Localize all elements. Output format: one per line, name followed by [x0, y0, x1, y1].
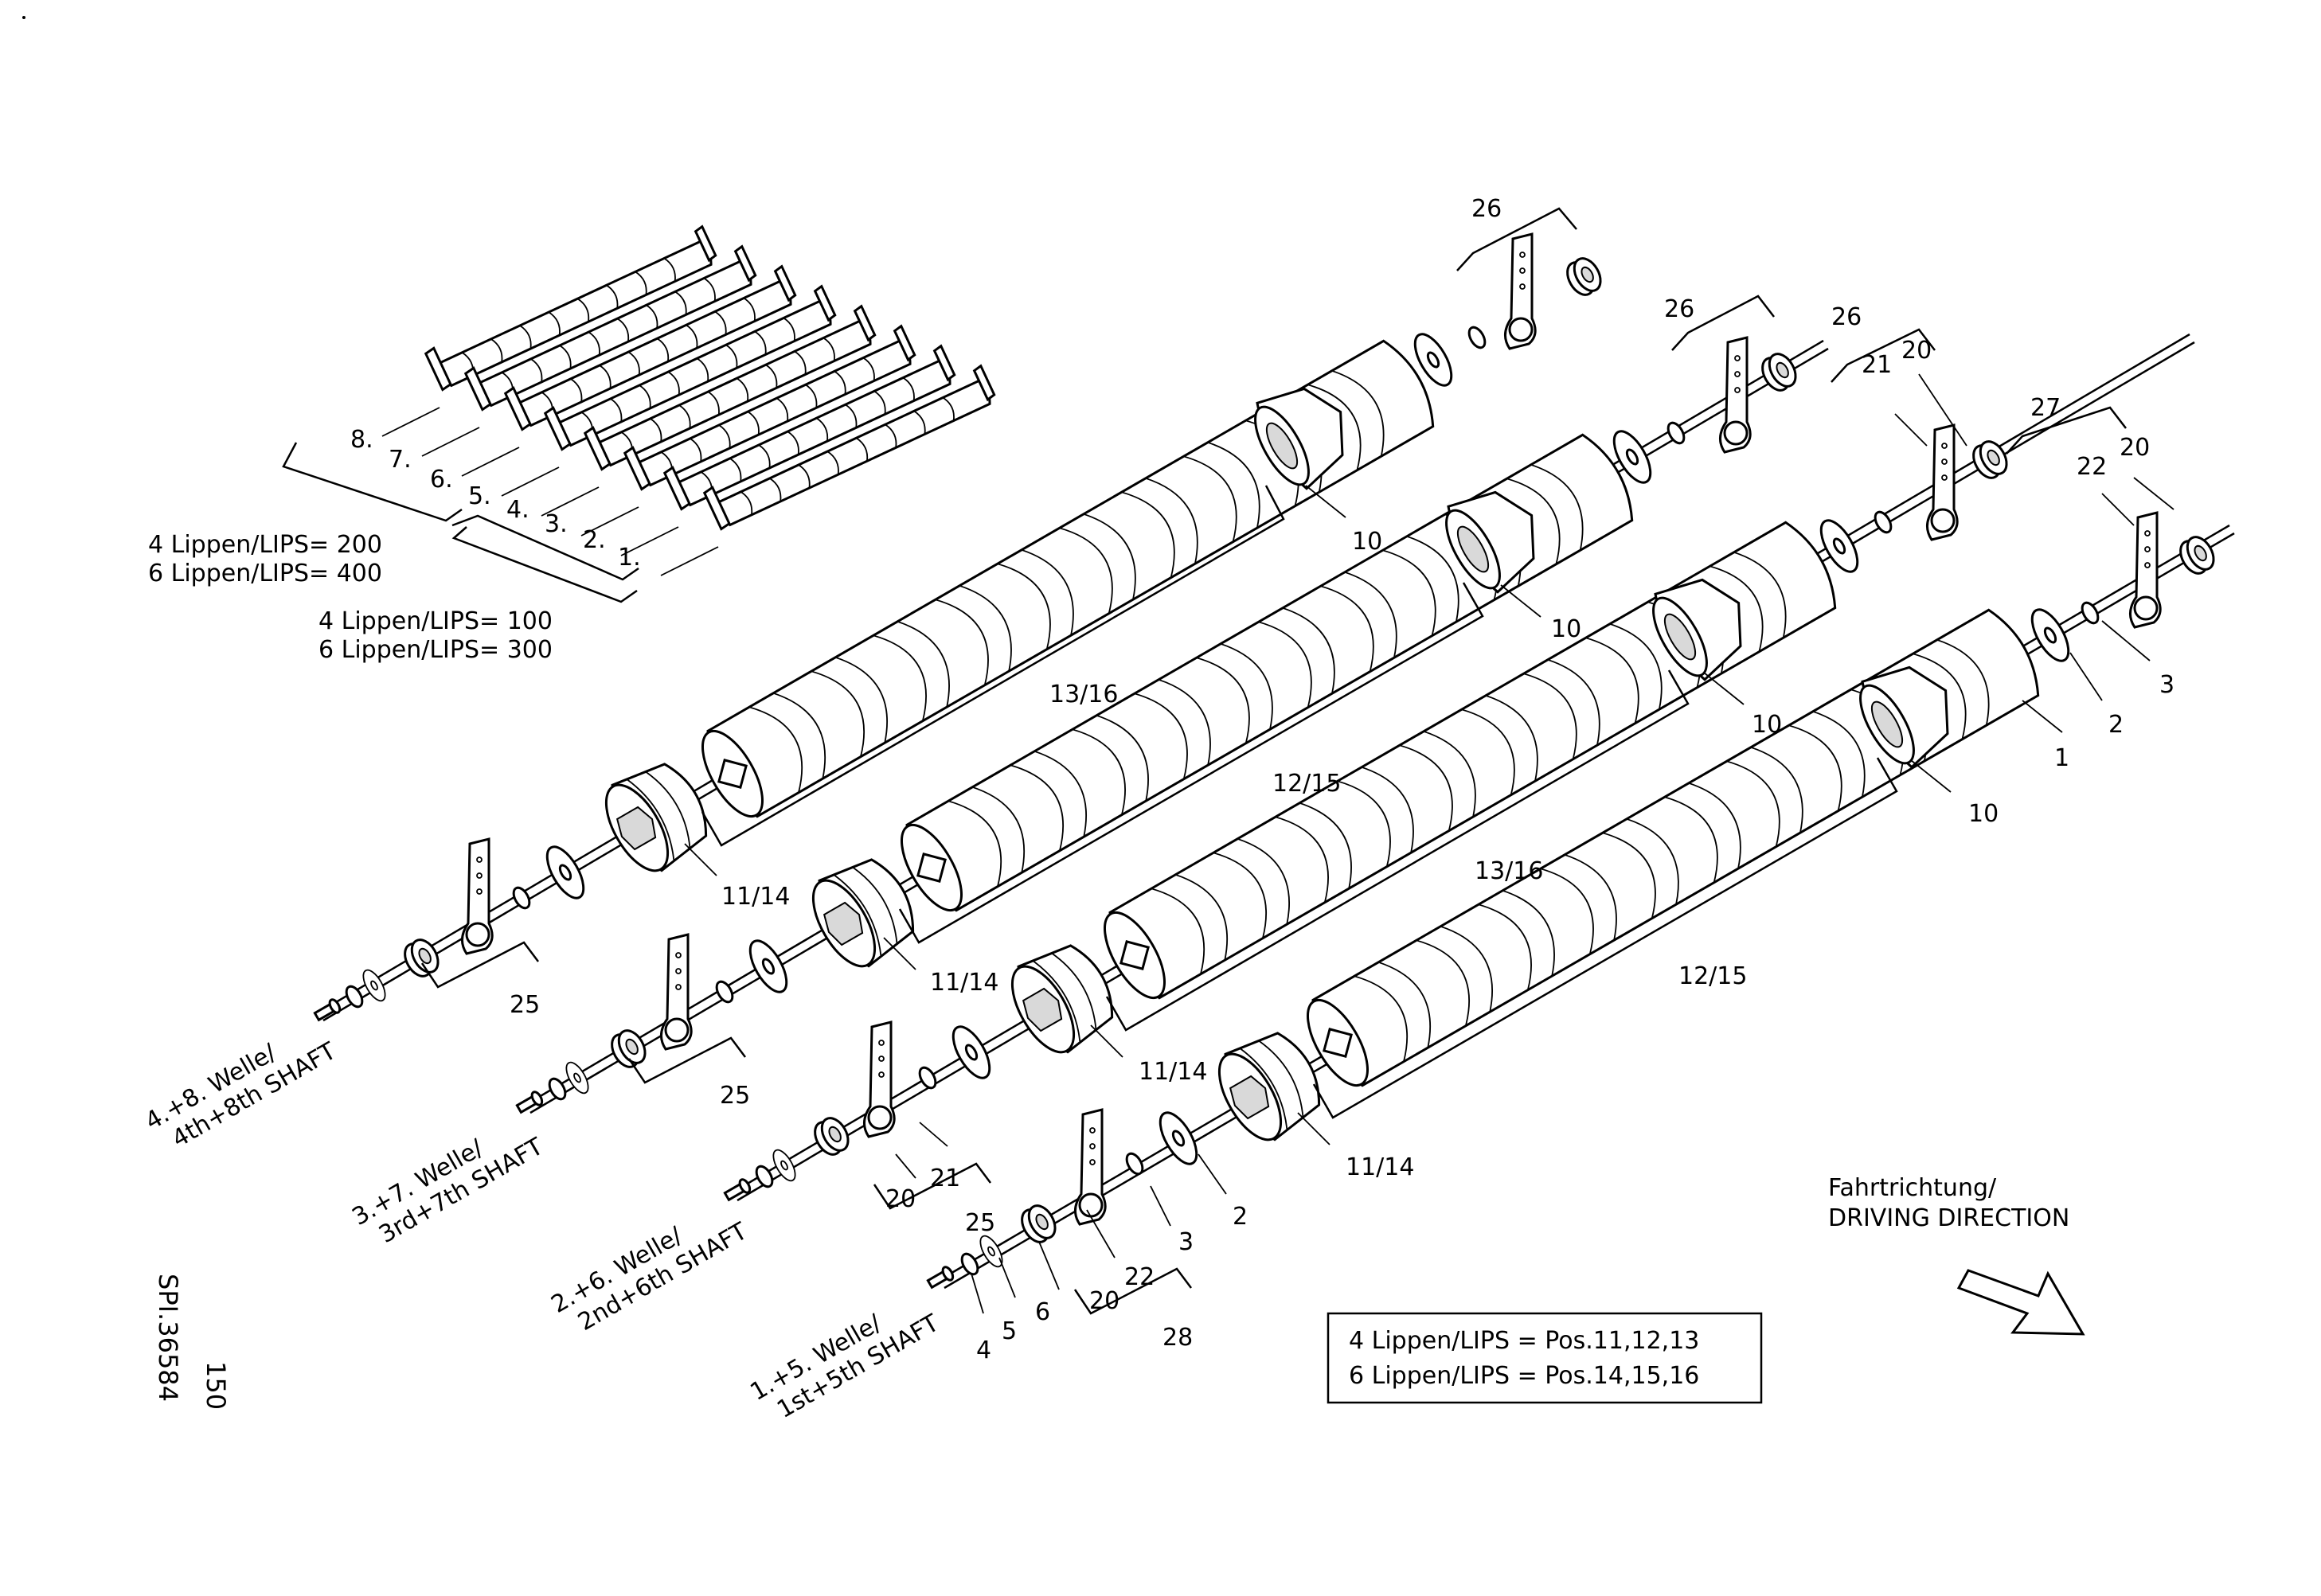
- legend-row-2: 6 Lippen/LIPS = Pos.14,15,16: [1349, 1362, 1699, 1390]
- shaft-labels: 4.+8. Welle/ 4th+8th SHAFT 3.+7. Welle/ …: [141, 1037, 944, 1424]
- callout-13-16-b: 13/16: [1475, 857, 1543, 885]
- callout-28: 28: [1162, 1324, 1193, 1352]
- callout-20-b: 20: [2120, 434, 2150, 462]
- group-a-line1: 4 Lippen/LIPS= 200: [148, 531, 382, 559]
- callout-2-b: 2: [1233, 1203, 1248, 1231]
- callout-5: 5: [1002, 1317, 1017, 1345]
- overview-leaders: [381, 407, 719, 576]
- callout-numbers: 26 26 26 21 20 27 22 20 10 10 10 10 1 2 …: [510, 195, 2174, 1364]
- lip-legend: 4 Lippen/LIPS = Pos.11,12,13 6 Lippen/LI…: [1327, 1312, 1763, 1404]
- callout-10-d: 10: [1968, 800, 1999, 828]
- overview-shaft-number-3: 3.: [545, 510, 568, 538]
- shaft-3-assembly: [514, 336, 1829, 1117]
- callout-26-b: 26: [1664, 295, 1694, 323]
- group-a-line2: 6 Lippen/LIPS= 400: [148, 560, 382, 587]
- overview-lip-groups: 4 Lippen/LIPS= 200 6 Lippen/LIPS= 400 4 …: [148, 531, 553, 664]
- callout-2-a: 2: [2108, 711, 2124, 739]
- group-b-line1: 4 Lippen/LIPS= 100: [318, 607, 553, 635]
- driving-direction: Fahrtrichtung/ DRIVING DIRECTION: [1828, 1174, 2085, 1336]
- callout-22-a: 22: [2077, 453, 2107, 481]
- callout-11-14-d: 11/14: [1346, 1153, 1414, 1181]
- callout-20-d: 20: [1089, 1287, 1119, 1315]
- overview-shaft-number-6: 6.: [430, 466, 453, 494]
- legend-row-1: 4 Lippen/LIPS = Pos.11,12,13: [1349, 1327, 1699, 1355]
- callout-26-a: 26: [1471, 195, 1502, 223]
- callout-13-16-a: 13/16: [1049, 681, 1118, 708]
- callout-6: 6: [1035, 1298, 1050, 1326]
- overview-shaft-number-7: 7.: [389, 446, 412, 474]
- callout-1: 1: [2054, 744, 2069, 772]
- overview-shaft-number-4: 4.: [506, 496, 529, 524]
- callout-11-14-c: 11/14: [1139, 1058, 1207, 1086]
- callout-10-a: 10: [1352, 528, 1382, 556]
- callout-4: 4: [976, 1337, 991, 1364]
- callout-21-b: 21: [930, 1165, 960, 1192]
- callout-3-b: 3: [1178, 1228, 1194, 1256]
- callout-26-c: 26: [1831, 303, 1862, 331]
- drawing-number: SPI.36584: [153, 1274, 183, 1402]
- direction-arrow-icon: [1956, 1269, 2085, 1336]
- overview-shaft-number-1: 1.: [618, 544, 641, 572]
- callout-11-14-b: 11/14: [930, 969, 998, 997]
- direction-line1: Fahrtrichtung/: [1828, 1174, 1997, 1202]
- callout-12-15-a: 12/15: [1272, 770, 1341, 798]
- legend-frame: [1327, 1312, 1763, 1404]
- drawing-number-block: SPI.36584 150: [153, 1274, 231, 1410]
- callout-12-15-b: 12/15: [1678, 962, 1747, 990]
- callout-20-a: 20: [1901, 337, 1932, 365]
- callout-27: 27: [2030, 394, 2061, 422]
- dimension-brackets: [420, 207, 2127, 1315]
- shaft-1-assembly: [924, 511, 2235, 1292]
- overview-shaft-number-2: 2.: [583, 526, 606, 554]
- shaft-2-assembly: [721, 333, 2195, 1204]
- callout-10-b: 10: [1551, 615, 1581, 643]
- callout-3-a: 3: [2159, 671, 2174, 699]
- overview-group-brackets: [282, 442, 639, 603]
- direction-line2: DRIVING DIRECTION: [1828, 1204, 2069, 1232]
- callout-25-c: 25: [965, 1209, 995, 1237]
- group-b-line2: 6 Lippen/LIPS= 300: [318, 636, 553, 664]
- callout-25-b: 25: [720, 1082, 750, 1110]
- leader-lines: [684, 373, 2174, 1314]
- overview-shaft-number-8: 8.: [350, 426, 373, 454]
- overview-shaft-numbers: 8. 7. 6. 5. 4. 3. 2. 1.: [350, 426, 641, 572]
- callout-25-a: 25: [510, 991, 540, 1019]
- callout-10-c: 10: [1752, 711, 1782, 739]
- shaft-4-assembly: [311, 232, 1608, 1024]
- callout-21-a: 21: [1862, 351, 1892, 379]
- page-number: 150: [201, 1361, 231, 1410]
- callout-11-14-a: 11/14: [721, 883, 790, 911]
- stray-mark: [22, 16, 25, 19]
- overview-shaft-stack: [424, 222, 998, 531]
- callout-20-c: 20: [885, 1185, 916, 1213]
- callout-22-b: 22: [1124, 1263, 1155, 1291]
- overview-shaft-number-5: 5.: [468, 482, 491, 510]
